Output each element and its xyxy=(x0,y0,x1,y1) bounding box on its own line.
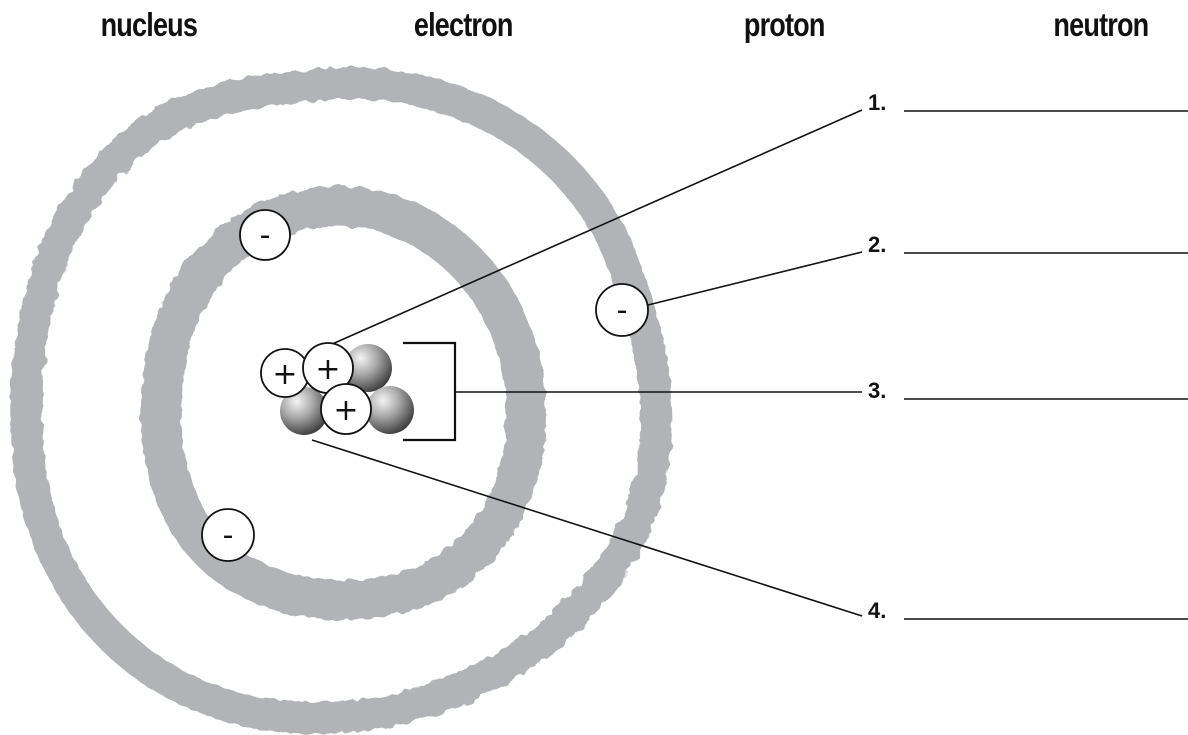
word-neutron: neutron xyxy=(1053,6,1149,43)
outer-orbit xyxy=(10,66,673,735)
label-1: 1. xyxy=(868,90,1188,115)
electron-particle: - xyxy=(239,209,291,261)
word-bank: nucleus electron proton neutron xyxy=(0,0,1188,56)
leader-lines xyxy=(311,109,863,617)
leader-line-4 xyxy=(311,439,863,617)
svg-text:-: - xyxy=(260,218,271,253)
neutron-particle xyxy=(344,344,392,392)
svg-text:+: + xyxy=(315,352,340,387)
proton-particle: + xyxy=(302,342,354,394)
nucleus-bracket xyxy=(403,341,457,442)
label-3: 3. xyxy=(868,378,1188,403)
leader-line-2 xyxy=(647,251,863,306)
svg-text:+: + xyxy=(272,357,297,392)
svg-text:+: + xyxy=(333,393,358,428)
svg-text:1.: 1. xyxy=(868,90,886,115)
neutron-particle xyxy=(366,386,414,434)
electron-particle: - xyxy=(595,283,649,337)
svg-text:2.: 2. xyxy=(868,232,886,257)
word-nucleus: nucleus xyxy=(100,6,198,43)
neutron-particle xyxy=(280,387,328,435)
proton-particle: + xyxy=(320,383,372,435)
label-2: 2. xyxy=(868,232,1188,257)
electron-particle: - xyxy=(201,508,255,562)
leader-line-1 xyxy=(329,109,863,346)
proton-particle: + xyxy=(260,348,310,398)
inner-orbit xyxy=(140,185,546,621)
svg-text:3.: 3. xyxy=(868,378,886,403)
word-electron: electron xyxy=(413,6,514,43)
svg-text:-: - xyxy=(223,518,234,553)
svg-text:-: - xyxy=(617,293,628,328)
svg-text:4.: 4. xyxy=(868,598,886,623)
label-4: 4. xyxy=(868,598,1188,623)
nucleus: + + + xyxy=(260,342,414,435)
word-proton: proton xyxy=(743,6,826,43)
